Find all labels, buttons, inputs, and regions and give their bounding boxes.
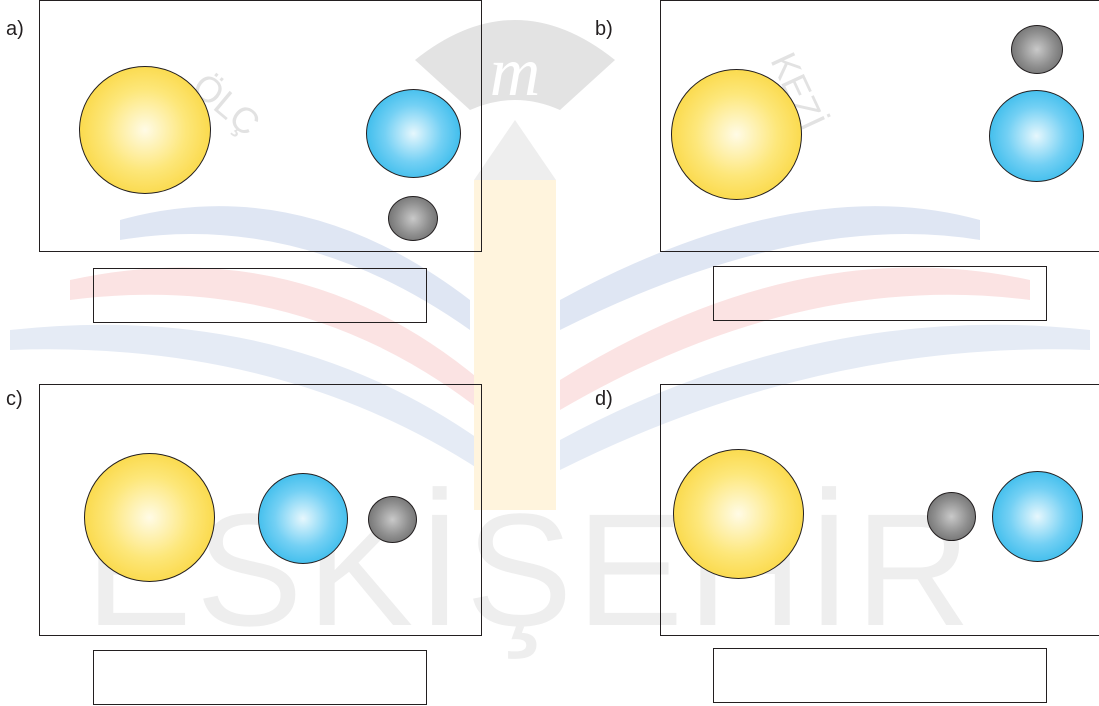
- watermark-pencil-tip: [474, 120, 556, 180]
- option-c-label: c): [6, 388, 23, 410]
- earth: [989, 90, 1084, 182]
- moon: [1011, 25, 1063, 74]
- option-a-answer-box[interactable]: [93, 268, 427, 323]
- earth: [258, 473, 348, 564]
- watermark-pencil-body: [474, 180, 556, 510]
- moon: [388, 196, 438, 241]
- option-d-panel: [660, 384, 1099, 636]
- option-a-label: a): [6, 18, 24, 40]
- moon: [927, 492, 976, 541]
- option-b-panel: [660, 0, 1099, 252]
- option-c-answer-box[interactable]: [93, 650, 427, 705]
- sun: [84, 453, 215, 582]
- option-d-label: d): [595, 388, 613, 410]
- option-b-answer-box[interactable]: [713, 266, 1047, 321]
- option-d-answer-box[interactable]: [713, 648, 1047, 703]
- option-b-label: b): [595, 18, 613, 40]
- earth: [992, 471, 1083, 562]
- sun: [673, 449, 804, 579]
- earth: [366, 89, 461, 178]
- option-c-panel: [39, 384, 482, 636]
- sun: [671, 69, 802, 200]
- watermark-logo-letter: m: [490, 34, 541, 111]
- sun: [79, 66, 211, 194]
- option-a-panel: [39, 0, 482, 252]
- moon: [368, 496, 417, 543]
